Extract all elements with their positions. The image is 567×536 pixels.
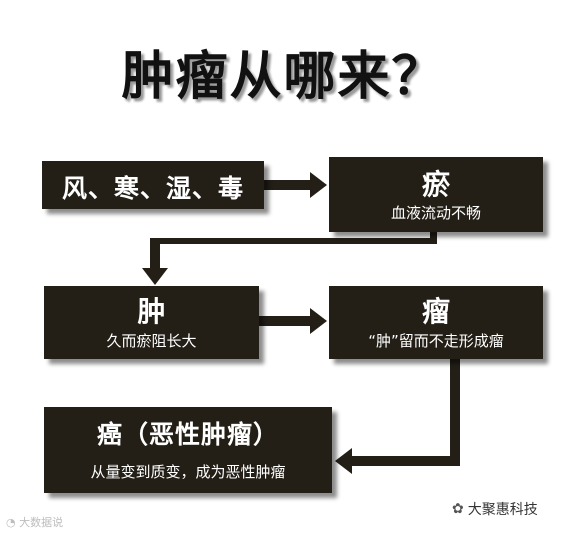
node-swelling-label: 肿	[137, 295, 166, 328]
node-swelling: 肿 久而瘀阻长大	[44, 286, 259, 359]
node-stasis-label: 瘀	[421, 168, 450, 201]
wechat-icon: ✿	[452, 501, 464, 517]
arrow-tumor-to-cancer	[335, 359, 460, 474]
node-tumor-label: 瘤	[421, 295, 450, 328]
arrow-causes-to-stasis	[264, 172, 327, 198]
node-tumor: 瘤 “肿”留而不走形成瘤	[329, 286, 543, 359]
watermark-left: ◔ 大数据说	[6, 514, 63, 530]
node-tumor-desc: “肿”留而不走形成瘤	[368, 332, 504, 350]
node-causes-label: 风、寒、湿、毒	[61, 174, 244, 203]
node-stasis-desc: 血液流动不畅	[390, 204, 481, 222]
node-cancer-label: 癌（恶性肿瘤）	[96, 420, 279, 449]
watermark-right: ✿ 大聚惠科技	[452, 499, 538, 519]
page-title: 肿瘤从哪来？	[121, 47, 446, 107]
node-causes: 风、寒、湿、毒	[42, 161, 264, 209]
node-swelling-desc: 久而瘀阻长大	[106, 332, 197, 350]
node-cancer-desc: 从量变到质变，成为恶性肿瘤	[90, 463, 286, 481]
node-cancer: 癌（恶性肿瘤） 从量变到质变，成为恶性肿瘤	[44, 407, 332, 493]
watermark-right-text: 大聚惠科技	[467, 502, 538, 518]
weibo-icon: ◔	[6, 516, 20, 529]
watermark-left-text: 大数据说	[19, 516, 64, 529]
arrow-swelling-to-tumor	[259, 308, 327, 334]
arrow-stasis-to-swelling	[142, 232, 437, 285]
node-stasis: 瘀 血液流动不畅	[329, 157, 543, 232]
